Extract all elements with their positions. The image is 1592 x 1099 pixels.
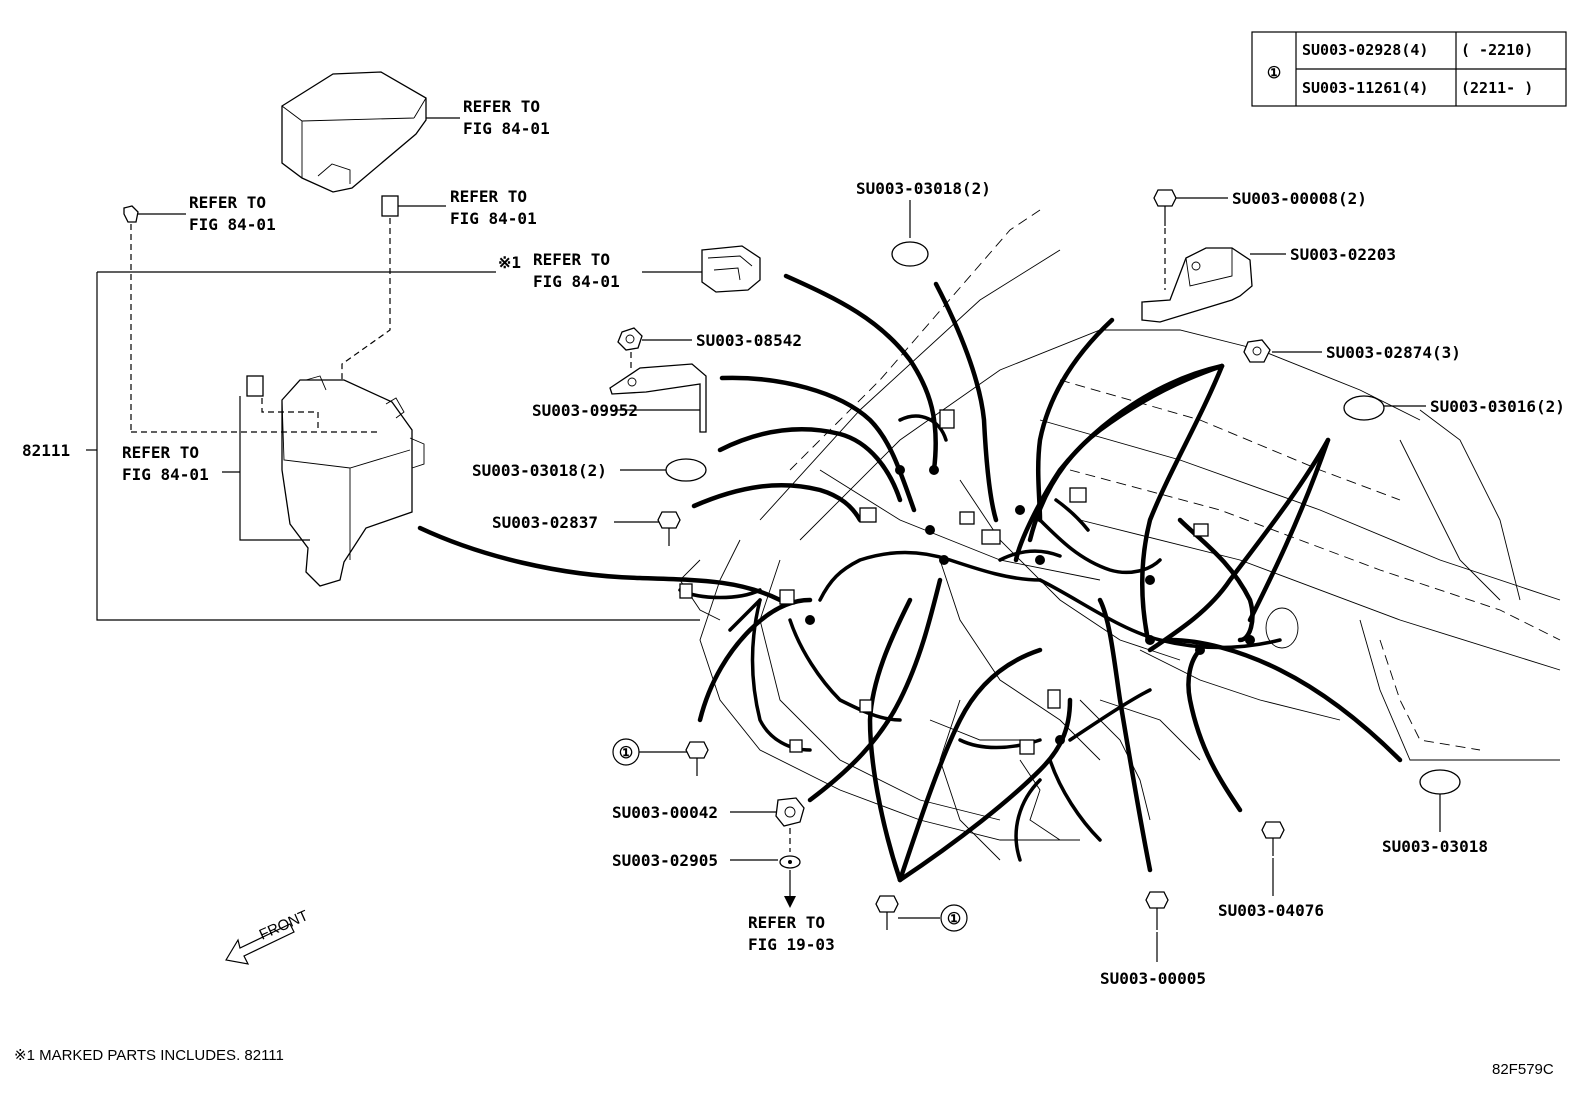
label-su003-00008: SU003-00008(2)	[1232, 189, 1367, 208]
su003-09952: SU003-09952	[532, 363, 707, 433]
refer-fuse-left-line1: REFER TO	[189, 193, 266, 212]
wire-harness	[417, 273, 1403, 883]
su003-02905: SU003-02905	[612, 851, 801, 908]
label-su003-02874: SU003-02874(3)	[1326, 343, 1461, 362]
refer-fuse-left-line2: FIG 84-01	[189, 215, 276, 234]
refer-bottom-line2: FIG 19-03	[748, 935, 835, 954]
refer-bottom-line1: REFER TO	[748, 913, 825, 932]
su003-00005: SU003-00005	[1100, 891, 1206, 988]
table-row-1-range: ( -2210)	[1461, 41, 1533, 59]
refer-marked-line2: FIG 84-01	[533, 272, 620, 291]
label-circle-1-b: ①	[947, 909, 961, 928]
front-label: FRONT	[257, 907, 311, 944]
refer-box-line1: REFER TO	[122, 443, 199, 462]
su003-03016: SU003-03016(2)	[1343, 395, 1565, 421]
refer-marked-prefix: ※1	[498, 253, 521, 272]
reference-table: ① SU003-02928(4) ( -2210) SU003-11261(4)…	[1251, 31, 1567, 107]
su003-03018-right: SU003-03018	[1382, 769, 1488, 856]
su003-04076: SU003-04076	[1218, 821, 1324, 920]
label-su003-02837: SU003-02837	[492, 513, 598, 532]
table-row-1-part: SU003-02928(4)	[1302, 41, 1428, 59]
refer-cover-line1: REFER TO	[463, 97, 540, 116]
label-su003-03016: SU003-03016(2)	[1430, 397, 1565, 416]
table-row-2-range: (2211- )	[1461, 79, 1533, 97]
vehicle-body-outline	[679, 209, 1561, 861]
refer-box-line2: FIG 84-01	[122, 465, 209, 484]
su003-02203: SU003-02203	[1141, 245, 1396, 323]
fuse-left: REFER TO FIG 84-01	[123, 193, 276, 432]
su003-08542: SU003-08542	[617, 327, 802, 372]
fuse-box-cover: REFER TO FIG 84-01	[281, 71, 550, 193]
su003-00008: SU003-00008(2)	[1153, 189, 1367, 290]
footer-note: ※1 MARKED PARTS INCLUDES. 82111	[14, 1047, 284, 1064]
label-su003-03018-right: SU003-03018	[1382, 837, 1488, 856]
refer-marked-line1: REFER TO	[533, 250, 610, 269]
circle-1-bolt-left: ①	[612, 738, 709, 776]
connectors	[679, 409, 1255, 755]
su003-00042: SU003-00042	[612, 797, 805, 852]
su003-02837: SU003-02837	[492, 511, 681, 546]
relay-box: REFER TO FIG 84-01	[122, 375, 425, 587]
main-part-number: 82111	[22, 441, 70, 460]
label-su003-09952: SU003-09952	[532, 401, 638, 420]
refer-relay-line2: FIG 84-01	[450, 209, 537, 228]
refer-cover-line2: FIG 84-01	[463, 119, 550, 138]
label-su003-03018-left: SU003-03018(2)	[472, 461, 607, 480]
su003-02874: SU003-02874(3)	[1243, 339, 1461, 363]
label-circle-1-a: ①	[619, 743, 633, 762]
table-row-2-part: SU003-11261(4)	[1302, 79, 1428, 97]
label-su003-02203: SU003-02203	[1290, 245, 1396, 264]
label-su003-03018-top: SU003-03018(2)	[856, 179, 991, 198]
front-arrow: FRONT	[225, 907, 311, 965]
circle-1-bolt-bottom: ①	[875, 895, 968, 932]
main-part-bracket: 82111	[22, 272, 700, 621]
label-su003-00042: SU003-00042	[612, 803, 718, 822]
label-su003-04076: SU003-04076	[1218, 901, 1324, 920]
su003-03018-top: SU003-03018(2)	[856, 179, 991, 267]
table-marker: ①	[1267, 63, 1281, 82]
marked-part: ※1 REFER TO FIG 84-01	[97, 245, 761, 293]
label-su003-00005: SU003-00005	[1100, 969, 1206, 988]
refer-relay-line1: REFER TO	[450, 187, 527, 206]
label-su003-08542: SU003-08542	[696, 331, 802, 350]
diagram-code: 82F579C	[1492, 1061, 1554, 1078]
label-su003-02905: SU003-02905	[612, 851, 718, 870]
su003-03018-left: SU003-03018(2)	[472, 458, 707, 482]
